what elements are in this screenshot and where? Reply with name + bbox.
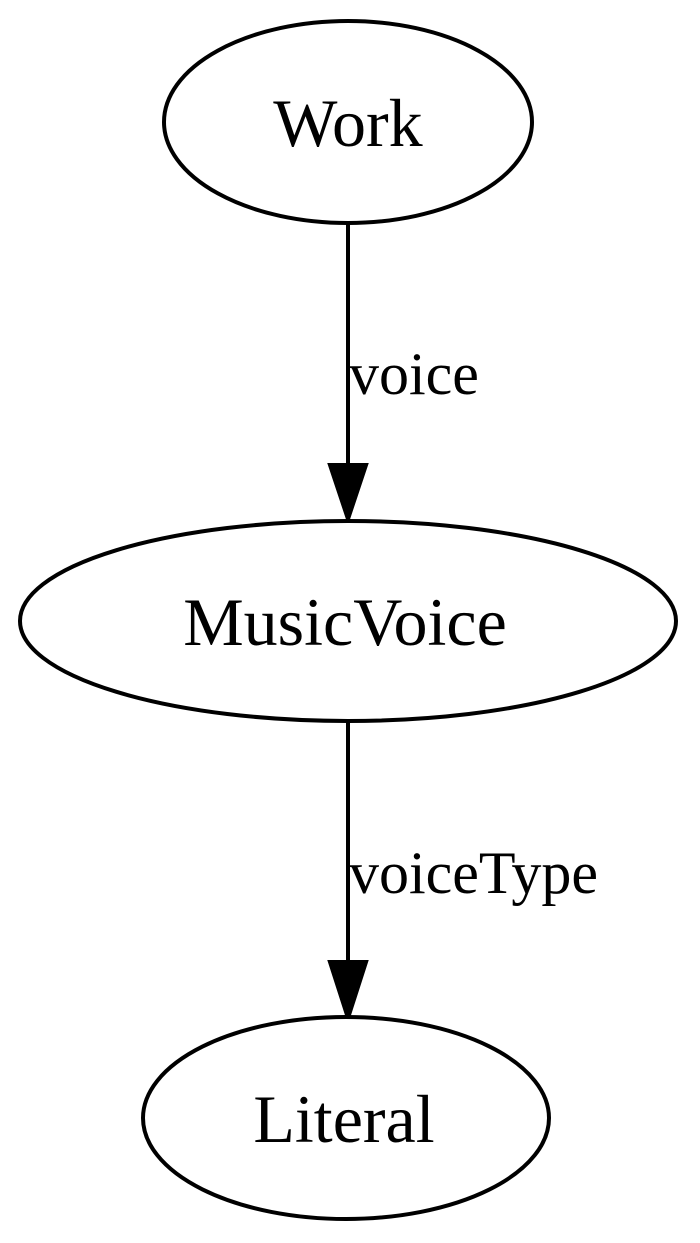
edge-voice-label: voice — [349, 341, 479, 407]
node-music-voice-ellipse — [18, 519, 678, 723]
edge-voice-type: voiceType — [327, 722, 598, 1025]
node-music-voice-label: MusicVoice — [183, 584, 507, 660]
edge-voice-type-label: voiceType — [349, 840, 598, 906]
node-work: Work — [162, 19, 534, 225]
edge-voice: voice — [327, 224, 479, 526]
node-music-voice: MusicVoice — [18, 519, 678, 723]
node-work-label: Work — [273, 85, 422, 161]
node-literal-label: Literal — [253, 1081, 434, 1157]
node-work-ellipse — [162, 19, 534, 225]
node-literal-ellipse — [141, 1015, 551, 1221]
node-literal: Literal — [141, 1015, 551, 1221]
edge-voice-type-arrowhead — [327, 960, 369, 1025]
edge-voice-arrowhead — [327, 463, 369, 526]
